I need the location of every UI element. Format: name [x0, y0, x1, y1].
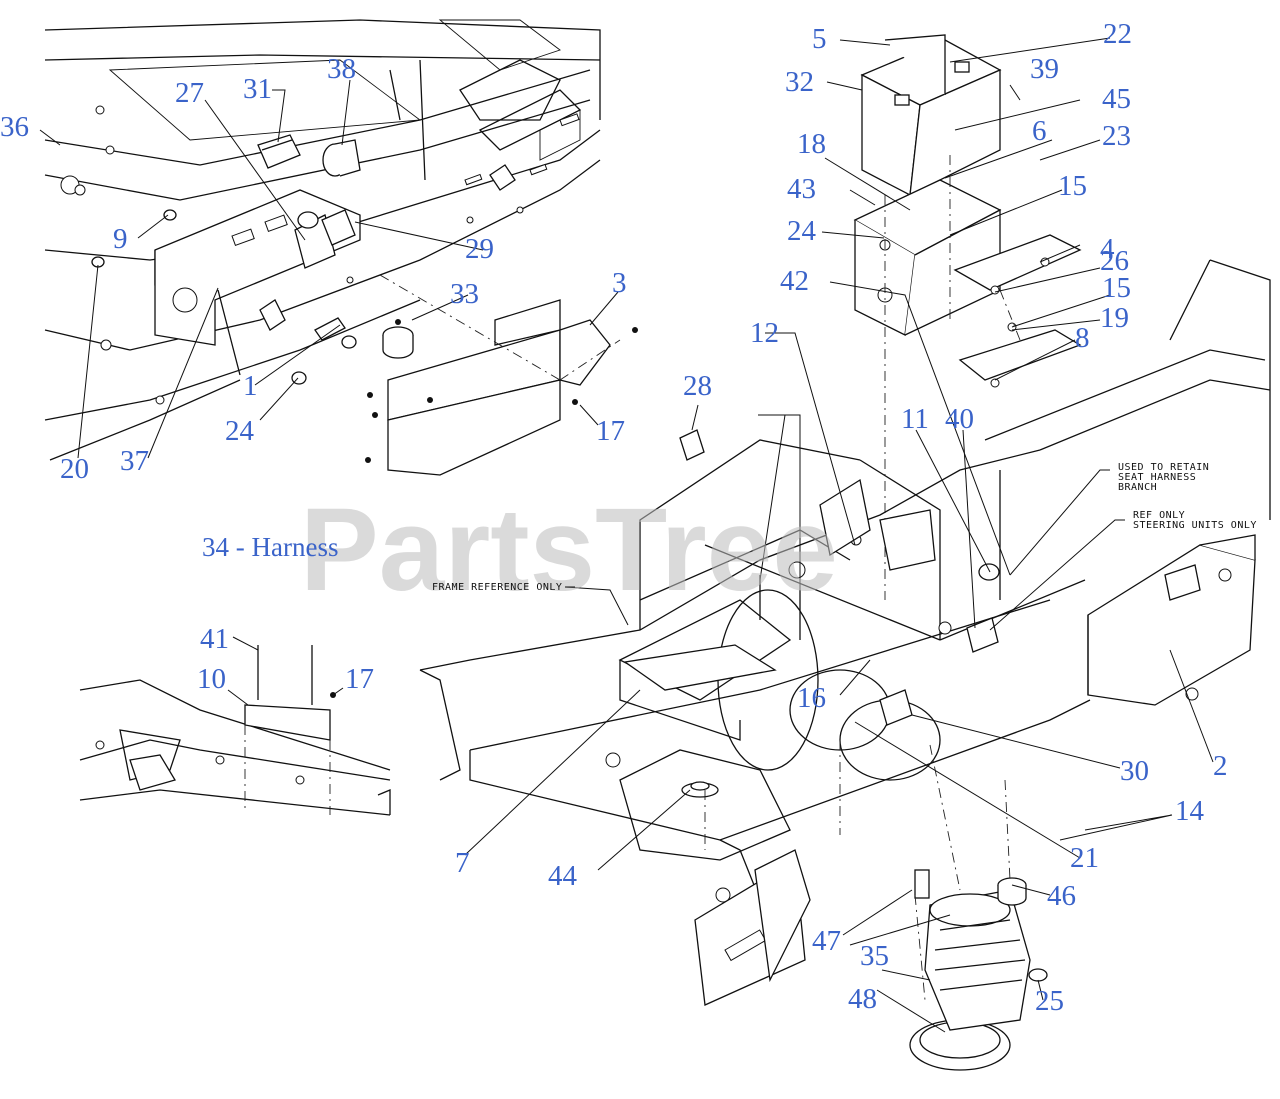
callout-29: 29 — [465, 233, 494, 265]
note-steering-1: REF ONLY — [1133, 510, 1185, 521]
callout-2: 2 — [1213, 750, 1228, 782]
callout-18: 18 — [797, 128, 826, 160]
callout-45: 45 — [1102, 83, 1131, 115]
callout-14: 14 — [1175, 795, 1205, 827]
callout-48: 48 — [848, 983, 877, 1015]
callout-17a: 17 — [596, 415, 625, 447]
callout-39: 39 — [1030, 53, 1059, 85]
callout-22: 22 — [1103, 18, 1132, 50]
callout-31: 31 — [243, 73, 272, 105]
callout-7: 7 — [455, 847, 470, 879]
main-frame — [419, 259, 1271, 1006]
callout-36: 36 — [0, 111, 29, 143]
leader-lines — [39, 37, 1214, 1033]
callout-23: 23 — [1102, 120, 1131, 152]
callout-25: 25 — [1035, 985, 1064, 1017]
note-seat-harness-3: BRANCH — [1118, 482, 1157, 493]
callout-17b: 17 — [345, 663, 374, 695]
callout-19: 19 — [1100, 302, 1129, 334]
callout-33: 33 — [450, 278, 479, 310]
battery-assembly — [853, 34, 1082, 600]
callout-8: 8 — [1075, 322, 1090, 354]
note-seat-harness-1: USED TO RETAIN — [1118, 462, 1209, 473]
console-cover — [365, 274, 638, 476]
callout-42: 42 — [780, 265, 809, 297]
watermark: PartsTree — [300, 484, 838, 616]
callout-46: 46 — [1047, 880, 1076, 912]
callout-26: 26 — [1100, 245, 1129, 277]
harness-label: 34 - Harness — [202, 532, 338, 562]
note-frame-reference: FRAME REFERENCE ONLY — [432, 582, 562, 593]
callout-3: 3 — [612, 267, 627, 299]
callout-37: 37 — [120, 445, 149, 477]
callout-24b: 24 — [225, 415, 255, 447]
callout-21: 21 — [1070, 842, 1099, 874]
callout-44: 44 — [548, 860, 578, 892]
callout-40: 40 — [945, 403, 974, 435]
callout-10: 10 — [197, 663, 226, 695]
harness-subview — [79, 645, 391, 816]
callout-16: 16 — [797, 682, 826, 714]
callout-15a: 15 — [1058, 170, 1087, 202]
callout-41: 41 — [200, 623, 229, 655]
top-left-frame-view — [44, 19, 601, 461]
note-seat-harness-2: SEAT HARNESS — [1118, 472, 1196, 483]
note-steering-2: STEERING UNITS ONLY — [1133, 520, 1257, 531]
callout-38: 38 — [327, 53, 356, 85]
callout-5: 5 — [812, 23, 827, 55]
callout-9: 9 — [113, 223, 128, 255]
alternator — [909, 869, 1048, 1071]
callout-numbers: 1 2 3 4 5 6 7 8 9 10 11 12 14 15 15 16 1… — [0, 18, 1228, 1017]
callout-27: 27 — [175, 77, 204, 109]
diagram-notes: FRAME REFERENCE ONLY USED TO RETAIN SEAT… — [432, 462, 1257, 593]
callout-32: 32 — [785, 66, 814, 98]
callout-24a: 24 — [787, 215, 817, 247]
callout-1: 1 — [243, 370, 258, 402]
callout-15b: 15 — [1102, 272, 1131, 304]
callout-4: 4 — [1100, 233, 1115, 265]
callout-20: 20 — [60, 453, 89, 485]
callout-30: 30 — [1120, 755, 1149, 787]
callout-12: 12 — [750, 317, 779, 349]
callout-11: 11 — [901, 403, 929, 435]
callout-35: 35 — [860, 940, 889, 972]
callout-6: 6 — [1032, 115, 1047, 147]
callout-47: 47 — [812, 925, 841, 957]
callout-43: 43 — [787, 173, 816, 205]
callout-28: 28 — [683, 370, 712, 402]
